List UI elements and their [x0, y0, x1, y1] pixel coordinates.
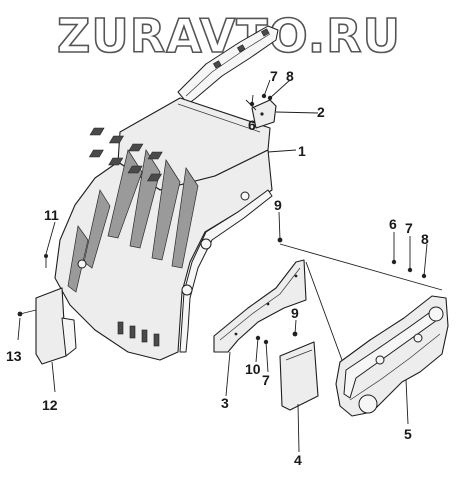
- leader-7b: [265, 341, 269, 373]
- leader-3: [225, 351, 231, 397]
- assembly-line: [279, 243, 443, 291]
- lower-tabs: [117, 321, 160, 347]
- flange-slot: [260, 28, 270, 37]
- mount-hole: [77, 259, 87, 269]
- assembly-line: [19, 309, 37, 315]
- mount-hole: [181, 284, 193, 296]
- deck-crease: [177, 103, 261, 133]
- leader-9b: [294, 319, 297, 335]
- tab: [129, 325, 136, 339]
- panel-3-edge: [219, 267, 301, 341]
- flange-slot: [236, 44, 246, 53]
- plate-4-body: [279, 341, 319, 411]
- callout-13: 13: [6, 348, 22, 364]
- leader-8a: [269, 79, 291, 99]
- shield-5-hole: [358, 394, 378, 414]
- tab: [141, 329, 148, 343]
- mount-hole: [240, 191, 250, 201]
- watermark-text: ZURAVTO.RU: [57, 9, 401, 63]
- callout-4: 4: [294, 452, 302, 468]
- part-12-front-plate: [35, 287, 77, 365]
- leader-13: [17, 317, 21, 341]
- callout-10: 10: [245, 361, 261, 377]
- leader-8b: [423, 243, 428, 277]
- callout-6a: 6: [248, 117, 256, 133]
- slot: [89, 127, 105, 136]
- plate-12-flange: [61, 317, 77, 357]
- tab: [153, 333, 160, 347]
- callout-5: 5: [404, 426, 412, 442]
- callout-12: 12: [42, 397, 58, 413]
- assembly-lines: [19, 99, 443, 361]
- panel-3-body: [213, 259, 307, 353]
- slot: [128, 143, 144, 152]
- slot: [88, 149, 104, 158]
- leader-2: [275, 111, 319, 114]
- leader-12: [51, 361, 56, 393]
- leader-11: [45, 221, 56, 255]
- shield-5-hole: [413, 333, 423, 343]
- leader-6a: [251, 94, 254, 105]
- callout-1: 1: [298, 143, 306, 159]
- liner-top-flange: [177, 25, 279, 105]
- part-3-side-panel: [213, 259, 307, 353]
- deck-slots: [88, 127, 163, 182]
- callout-6b: 6: [389, 216, 397, 232]
- liner-inner-lip: [179, 189, 273, 353]
- slot: [108, 135, 124, 144]
- liner-rib: [151, 159, 181, 261]
- flange-slot: [212, 60, 222, 69]
- slot: [108, 157, 124, 166]
- part-4-plate: [279, 341, 319, 411]
- assembly-line: [305, 261, 343, 361]
- liner-rib: [67, 225, 89, 293]
- callout-8a: 8: [286, 68, 294, 84]
- bracket-body: [251, 99, 277, 129]
- tab: [117, 321, 124, 335]
- callout-7a: 7: [270, 68, 278, 84]
- panel-3-hole: [234, 332, 238, 336]
- part-5-underbody-shield: [335, 295, 449, 417]
- panel-3-hole: [294, 274, 298, 278]
- callout-numbers: 1 2 3 4 5 6 6 7 7 7 8 8 9 9 10 11 12 13: [6, 68, 429, 468]
- callout-3: 3: [221, 395, 229, 411]
- plate-12-body: [35, 287, 67, 365]
- leader-10: [255, 337, 259, 363]
- part-2-bracket: [251, 99, 277, 129]
- shield-5-rib: [343, 307, 441, 399]
- liner-rib: [171, 167, 199, 269]
- leader-4: [297, 403, 300, 453]
- panel-3-hole: [266, 302, 270, 306]
- callout-7c: 7: [405, 220, 413, 236]
- bracket-hole: [260, 112, 264, 116]
- liner-rib: [83, 189, 111, 269]
- shield-5-hole: [428, 306, 444, 322]
- slot: [127, 165, 143, 174]
- slot: [147, 173, 163, 182]
- leader-lines: [17, 79, 428, 453]
- leader-9a: [278, 211, 281, 241]
- callout-2: 2: [317, 104, 325, 120]
- fasteners: [17, 93, 427, 345]
- callout-9a: 9: [274, 197, 282, 213]
- leader-1: [267, 149, 297, 153]
- plate-4-edge: [285, 349, 313, 361]
- leader-7a: [263, 79, 271, 97]
- flange-edge-line: [185, 33, 271, 97]
- callout-11: 11: [44, 207, 59, 223]
- part-1-wheel-arch-liner: [54, 25, 279, 361]
- shield-5-hole: [375, 355, 385, 365]
- callout-7b: 7: [262, 372, 270, 388]
- mount-hole: [200, 238, 212, 250]
- leader-5: [405, 379, 409, 425]
- assembly-line: [245, 99, 257, 111]
- callout-9b: 9: [291, 305, 299, 321]
- callout-8b: 8: [421, 231, 429, 247]
- slot: [147, 151, 163, 160]
- shield-5-edge: [349, 333, 441, 401]
